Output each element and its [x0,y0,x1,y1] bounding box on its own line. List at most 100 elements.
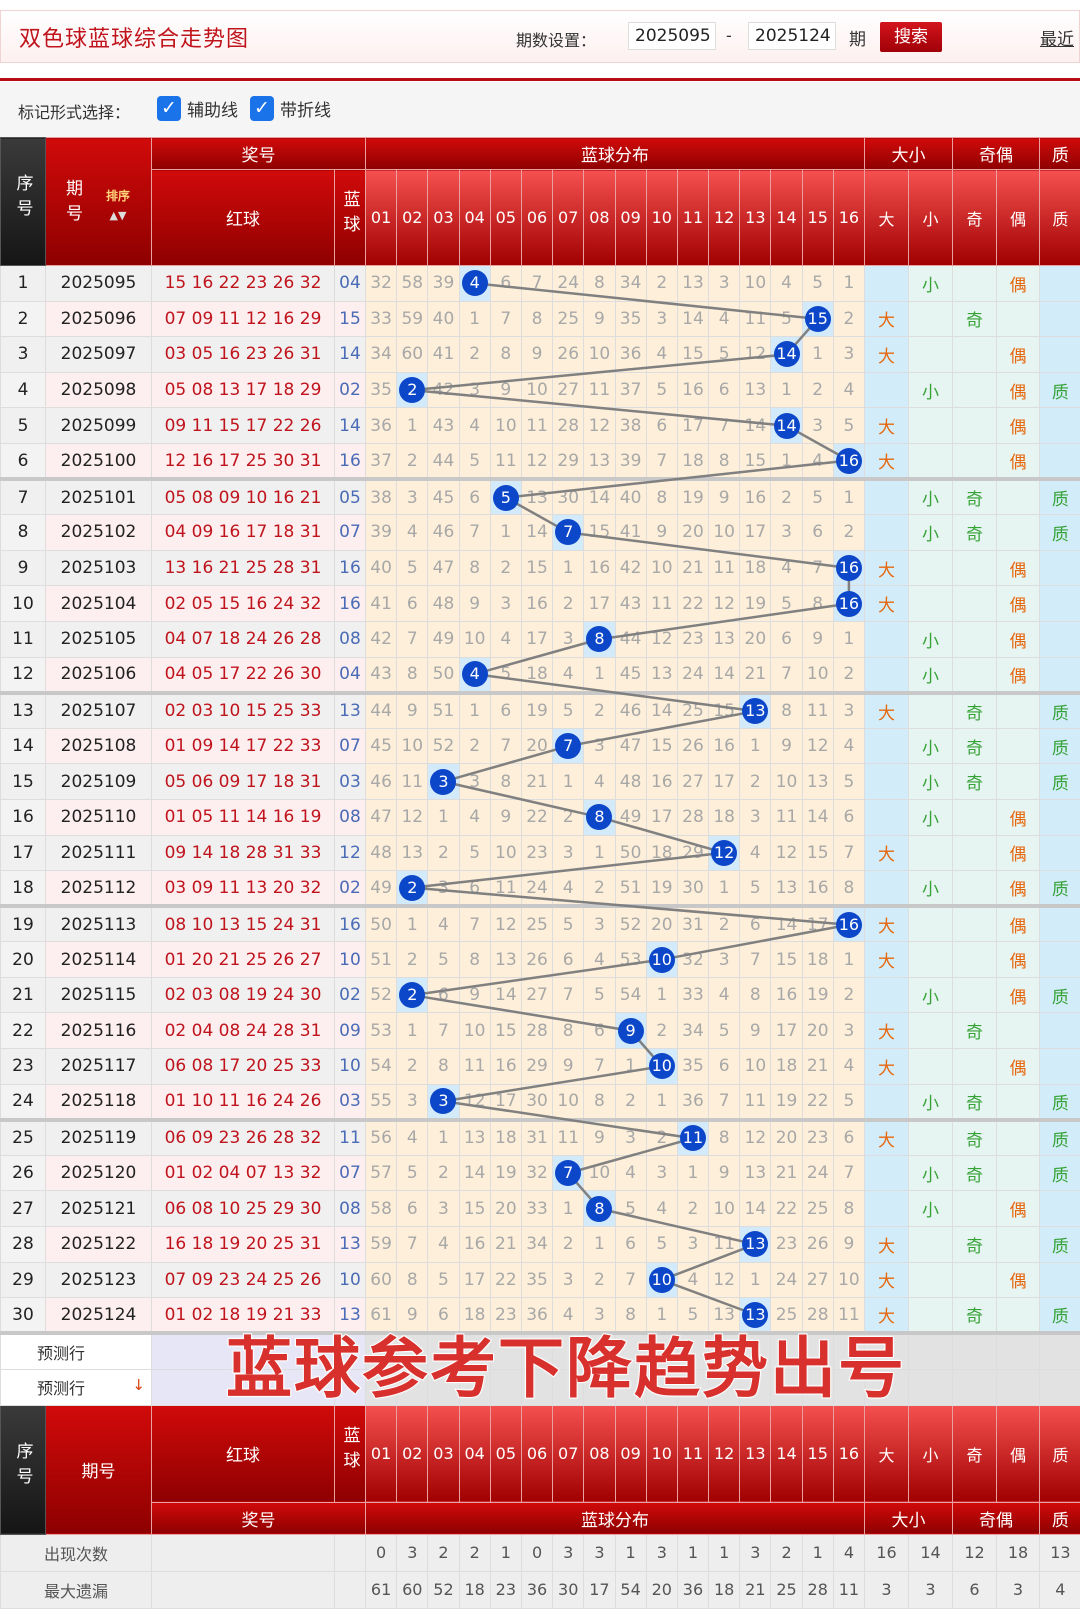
miss-cell-14: 22 [771,1191,802,1227]
row-seq: 5 [1,408,46,444]
parity-odd-cell [953,337,997,373]
miss-cell-16: 7 [833,1155,864,1191]
row-blue-ball: 11 [335,1120,366,1156]
prime-cell [1040,408,1080,444]
miss-cell-02: 10 [397,728,428,764]
miss-cell-07: 2 [553,1227,584,1263]
miss-cell-13: 14 [740,1191,771,1227]
miss-cell-09: 35 [615,301,646,337]
miss-cell-07: 6 [553,942,584,978]
miss-cell-06: 13 [521,479,552,515]
size-header: 大小 [865,138,953,170]
parity-even-cell [997,1227,1040,1263]
down-arrow-icon[interactable]: ↓ [132,1376,145,1394]
row-red-balls: 05 08 09 10 16 21 [152,479,335,515]
predict-cell[interactable] [953,1369,997,1405]
search-button[interactable]: 搜索 [880,22,942,52]
miss-cell-08: 14 [584,479,615,515]
row-red-balls: 04 07 18 24 26 28 [152,621,335,657]
row-blue-ball: 15 [335,301,366,337]
miss-cell-08: 9 [584,301,615,337]
miss-cell-15: 18 [802,942,833,978]
miss-cell-15: 1 [802,337,833,373]
miss-cell-11: 14 [677,301,708,337]
size-big-cell: 大 [865,906,909,942]
miss-cell-08: 1 [584,1227,615,1263]
miss-cell-01: 37 [366,443,397,479]
period-to-input[interactable]: 2025124 [748,22,836,50]
stat-value: 30 [553,1571,584,1608]
miss-cell-06: 12 [521,443,552,479]
row-seq: 8 [1,515,46,551]
row-blue-ball: 16 [335,550,366,586]
miss-cell-14: 12 [771,835,802,871]
row-issue: 2025118 [46,1084,152,1120]
miss-cell-10: 10 [646,1262,677,1298]
miss-cell-14: 16 [771,977,802,1013]
miss-cell-02: 59 [397,301,428,337]
miss-cell-04: 1 [459,693,490,729]
prime-cell [1040,799,1080,835]
blue-ball-mark: 13 [742,698,768,724]
stat-value: 1 [677,1534,708,1571]
predict-cell[interactable] [1040,1333,1080,1369]
prime-cell [1040,942,1080,978]
col-header-11: 11 [677,170,708,266]
miss-cell-16: 3 [833,1013,864,1049]
row-issue: 2025117 [46,1049,152,1085]
period-from-input[interactable]: 2025095 [628,22,716,50]
miss-cell-11: 4 [677,1262,708,1298]
predict-cell[interactable] [997,1369,1040,1405]
miss-cell-14: 19 [771,1084,802,1120]
row-red-balls: 04 09 16 17 18 31 [152,515,335,551]
predict-cell[interactable] [909,1333,953,1369]
size-big-cell [865,977,909,1013]
predict-cell[interactable] [909,1369,953,1405]
miss-cell-04: 11 [459,1049,490,1085]
sort-toggle[interactable]: 排序▲▼ [106,187,130,224]
col-header-04: 04 [459,170,490,266]
miss-cell-10: 13 [646,657,677,693]
size-small-cell: 小 [909,764,953,800]
parity-odd-cell: 奇 [953,1155,997,1191]
miss-cell-12: 14 [709,657,740,693]
miss-cell-04: 9 [459,586,490,622]
checkbox-checked-icon[interactable]: ✓ [157,96,181,121]
row-issue: 2025099 [46,408,152,444]
row-issue: 2025105 [46,621,152,657]
predict-cell[interactable] [997,1333,1040,1369]
miss-cell-08: 10 [584,1155,615,1191]
col-header-08: 08 [584,1405,615,1502]
predict-cell[interactable] [953,1333,997,1369]
miss-cell-12: 5 [709,1013,740,1049]
miss-cell-01: 44 [366,693,397,729]
miss-cell-14: 11 [771,799,802,835]
miss-cell-05: 6 [490,266,521,302]
predict-cell[interactable] [1040,1369,1080,1405]
row-issue: 2025111 [46,835,152,871]
miss-cell-11: 2 [677,1191,708,1227]
miss-cell-02: 12 [397,799,428,835]
predict-row-label[interactable]: 预测行 [1,1333,152,1369]
parity-odd-cell [953,799,997,835]
miss-cell-04: 2 [459,728,490,764]
miss-cell-06: 23 [521,835,552,871]
miss-cell-12: 9 [709,479,740,515]
checkbox-polyline[interactable]: ✓带折线 [250,96,331,121]
blue-ball-mark: 2 [399,982,425,1008]
miss-cell-06: 30 [521,1084,552,1120]
miss-cell-07: 9 [553,1049,584,1085]
predict-row-label[interactable]: 预测行↓ [1,1369,152,1405]
miss-cell-02: 8 [397,657,428,693]
checkbox-guide-line[interactable]: ✓辅助线 [157,96,238,121]
prime-cell: 质 [1040,515,1080,551]
miss-cell-01: 46 [366,764,397,800]
stat-value: 1 [615,1534,646,1571]
col-issue-header[interactable]: 期号排序▲▼ [46,138,152,266]
miss-cell-04: 17 [459,1262,490,1298]
miss-cell-05: 22 [490,1262,521,1298]
recent-link[interactable]: 最近 [1040,25,1074,50]
checkbox-checked-icon[interactable]: ✓ [250,96,274,121]
